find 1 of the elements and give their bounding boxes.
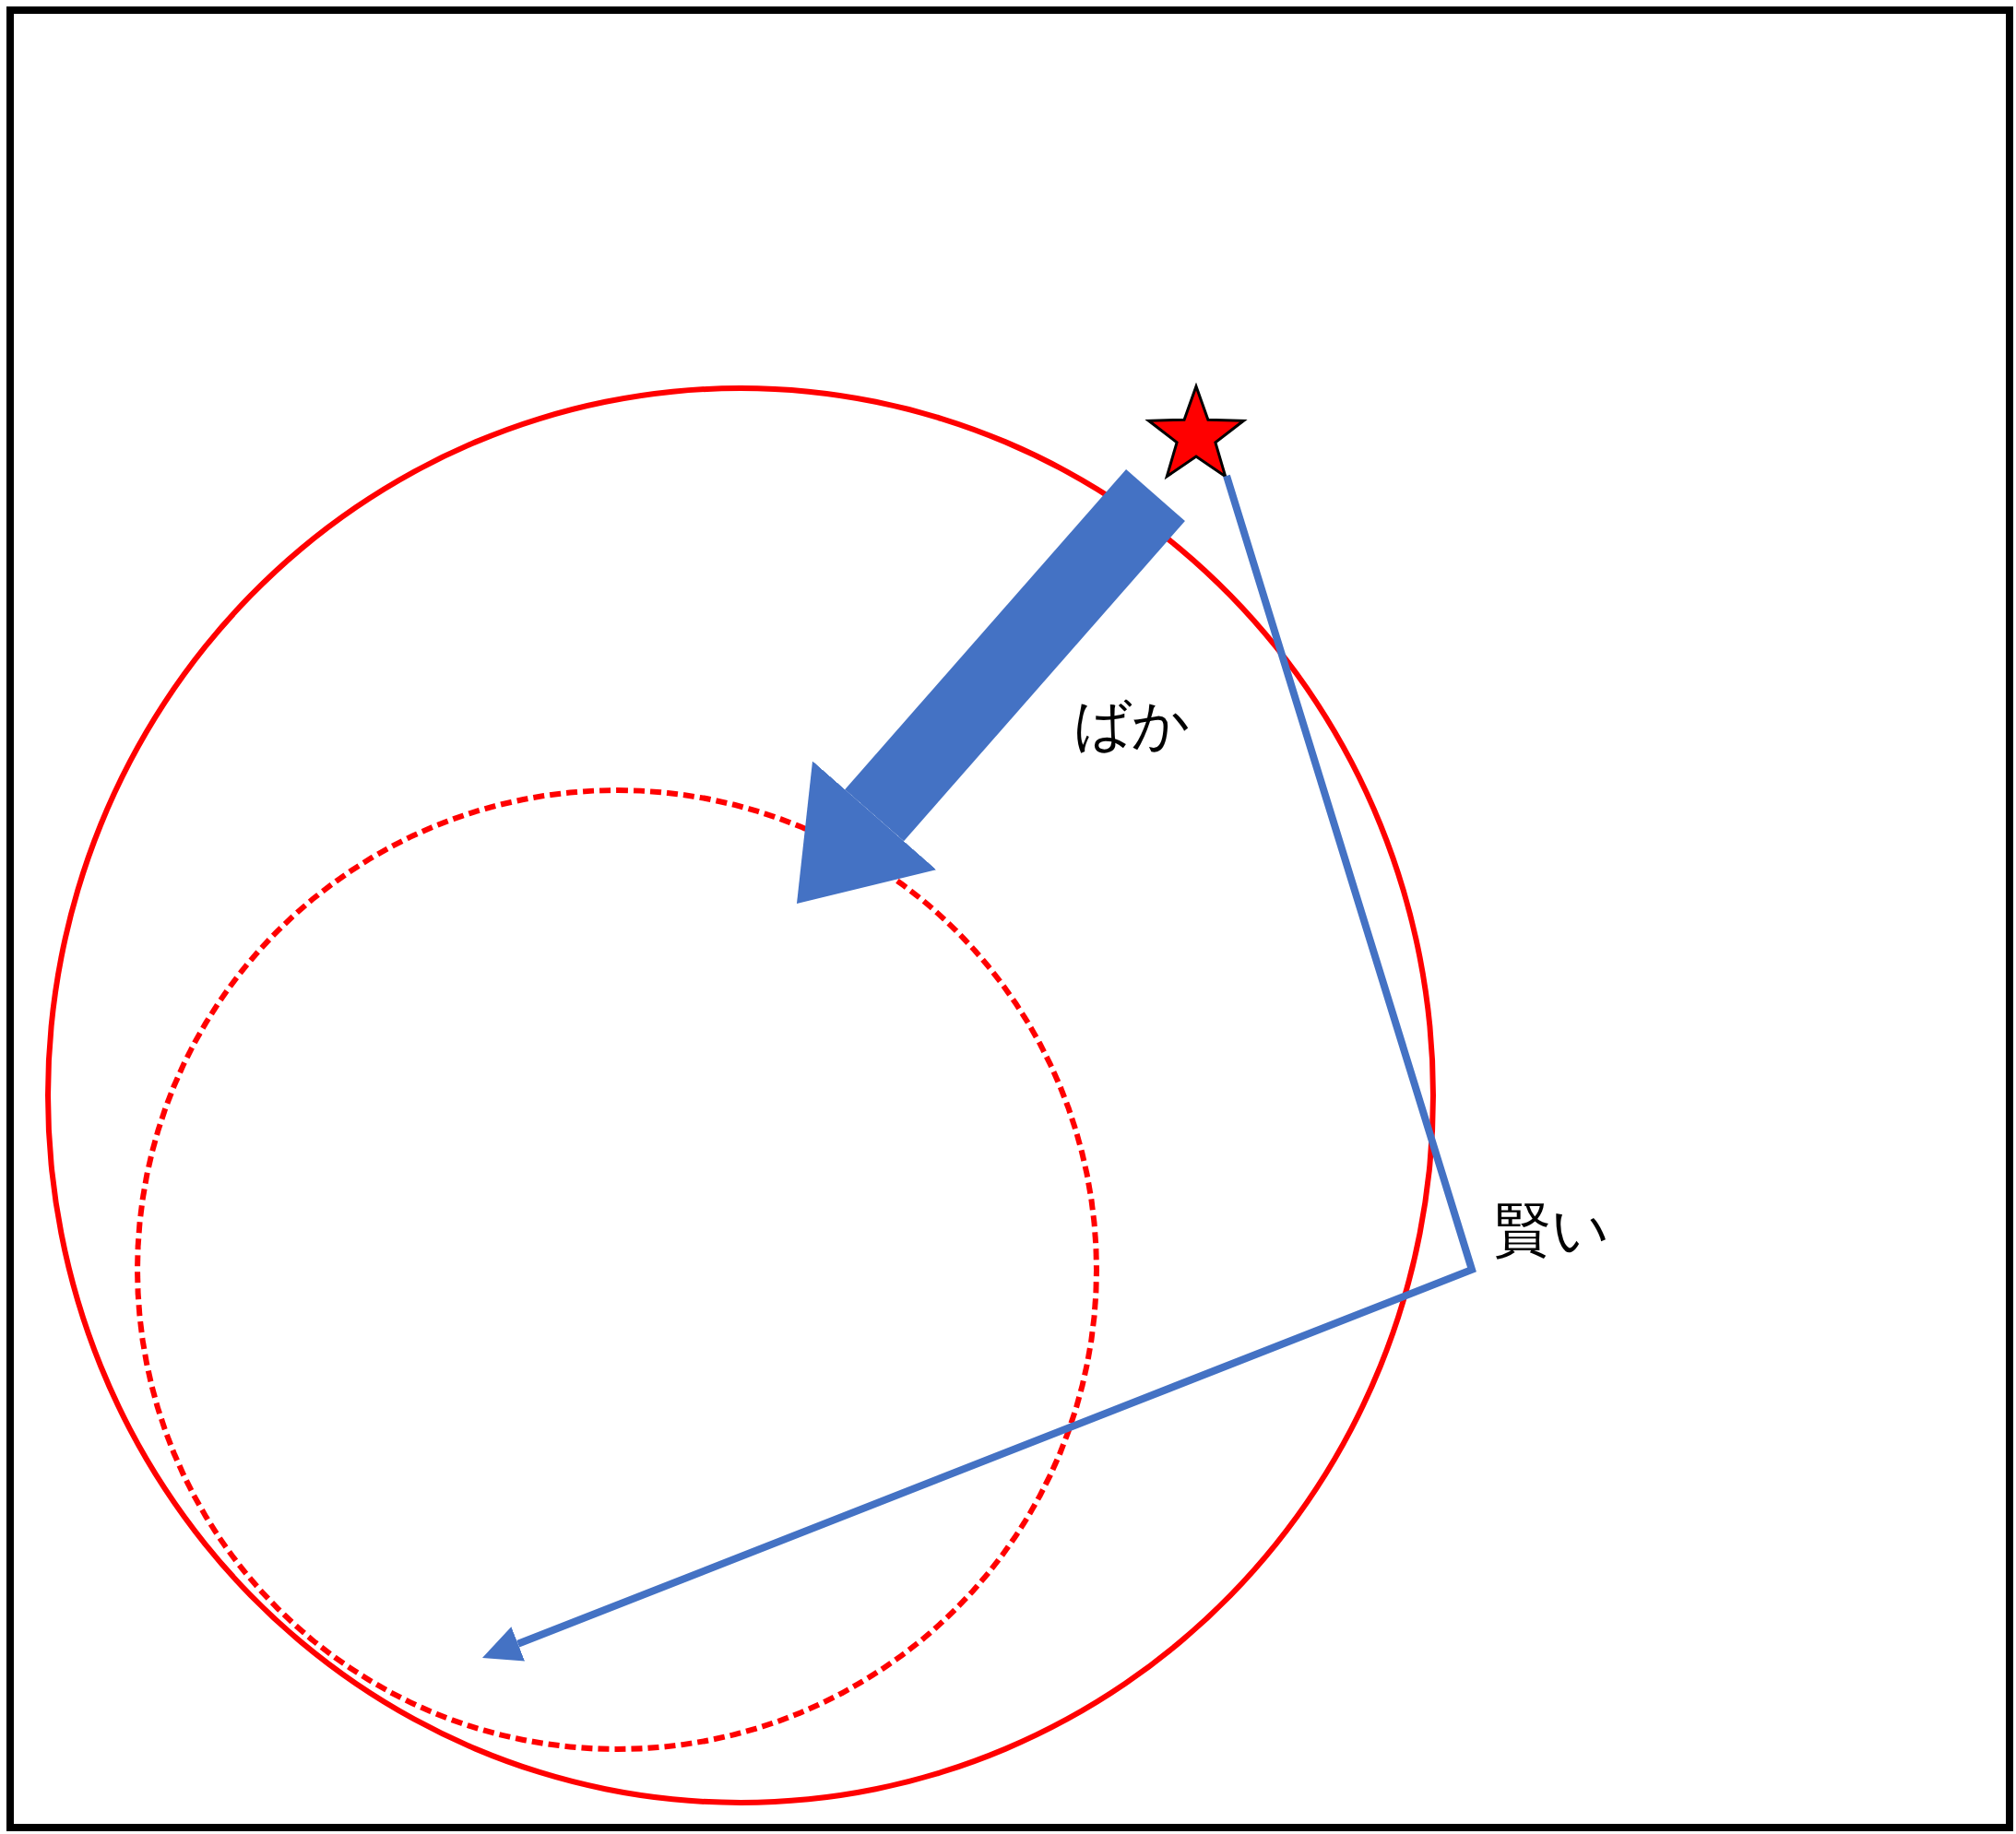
dashed-circle bbox=[135, 787, 1099, 1752]
